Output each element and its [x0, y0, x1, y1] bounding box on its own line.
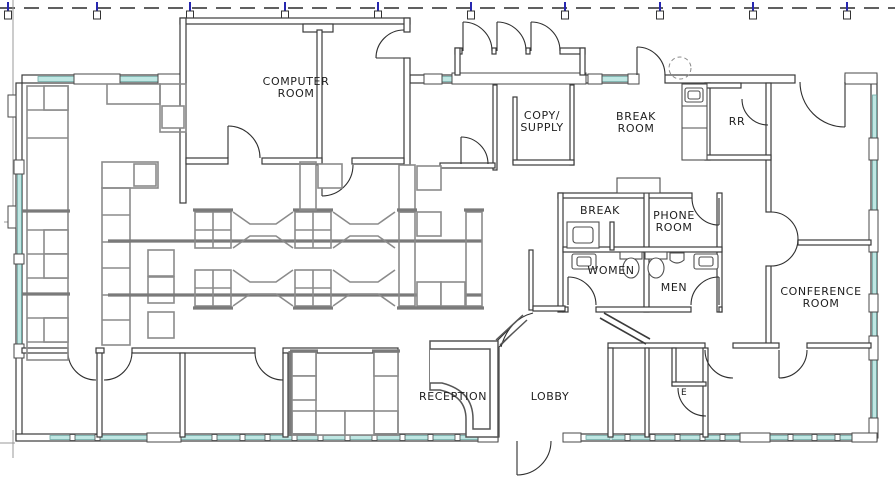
break-room-exterior-door	[636, 46, 666, 76]
cubicle-cluster-right	[397, 164, 484, 310]
cubicle-connectors	[232, 211, 396, 307]
conference-double-doors	[770, 211, 799, 267]
cubicle-pod-2	[293, 208, 333, 310]
rr-door	[741, 98, 769, 126]
men-fixtures	[644, 251, 719, 279]
vestibule-doors	[462, 21, 561, 52]
lobby-entrance-door	[516, 440, 552, 476]
cubicle-u-shape	[288, 349, 400, 436]
bottom-right-office-doors	[704, 349, 808, 379]
fixtures	[429, 83, 719, 438]
copy-room-door	[460, 136, 489, 165]
sink-icon	[572, 226, 594, 244]
ceiling-fixture-dashed-circle	[668, 56, 692, 80]
cubicles	[22, 83, 484, 436]
urinal-icon	[669, 252, 685, 264]
break-room-counter	[681, 83, 708, 161]
column-markers	[4, 2, 851, 20]
cubicle-pod-1	[193, 208, 233, 310]
men-door	[690, 276, 720, 306]
closet-door	[677, 387, 707, 417]
women-fixtures	[571, 251, 643, 279]
women-door	[567, 276, 597, 306]
break-sink	[566, 221, 600, 249]
reception-desk	[429, 314, 528, 438]
refrigerator-icon	[616, 177, 661, 194]
top-right-office-door	[799, 81, 846, 128]
phone-room-door	[691, 197, 720, 226]
